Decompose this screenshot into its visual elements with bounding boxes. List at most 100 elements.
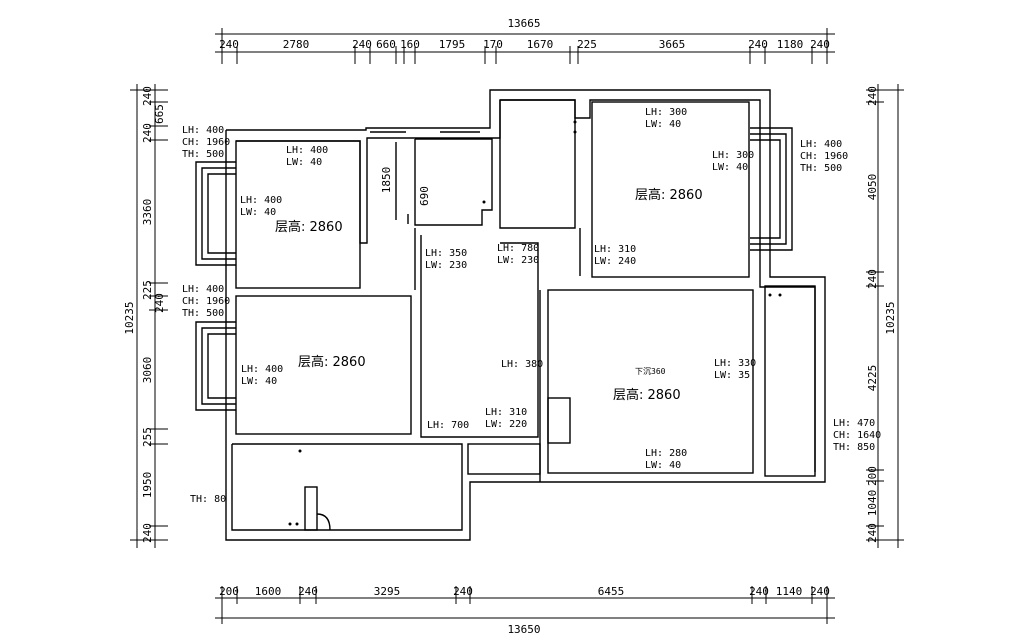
top-dim-4: 660 — [376, 38, 396, 51]
top-dim-1: 240 — [219, 38, 239, 51]
annotation-balcony-bottom: TH: 80 — [190, 494, 226, 505]
annotation-line: LW: 230 — [497, 255, 539, 266]
bedroom-bottom-left-outline — [235, 295, 412, 435]
annotation-corridor-bottom: LH: 310 LW: 220 — [485, 407, 527, 430]
annotation-line: LW: 40 — [645, 460, 681, 471]
left-total-dim: 10235 — [123, 301, 136, 334]
top-dim-12: 1180 — [777, 38, 804, 51]
annotation-line: LH: 400 — [286, 145, 328, 156]
left-dim-9: 1950 — [141, 472, 154, 499]
annotation-bedroom-tl-left: LH: 400 LW: 40 — [240, 195, 282, 218]
bedroom-top-left-outline — [235, 140, 361, 289]
bottom-dim-4: 3295 — [374, 585, 401, 598]
bottom-dim-2: 1600 — [255, 585, 282, 598]
right-dim-6: 1040 — [866, 490, 879, 517]
bottom-dim-7: 240 — [749, 585, 769, 598]
left-dim-2: 665 — [153, 104, 166, 124]
annotation-line: LW: 40 — [712, 162, 748, 173]
annotation-line: LW: 35 — [714, 370, 750, 381]
balcony-right-outline — [764, 285, 816, 477]
left-dim-6: 240 — [153, 293, 166, 313]
annotation-line: LH: 310 — [594, 244, 636, 255]
annotation-bedroom-tl-top: LH: 400 LW: 40 — [286, 145, 328, 168]
room-height-label: 层高: 2860 — [613, 387, 681, 403]
annotation-line: LW: 240 — [594, 256, 636, 267]
room-height-label: 层高: 2860 — [275, 219, 343, 235]
bottom-dimension-chain: 200 1600 240 3295 240 6455 240 1140 240 … — [215, 585, 835, 636]
annotation-window-top-right: LH: 400 CH: 1960 TH: 500 — [800, 139, 848, 174]
annotation-sunken: 下沉360 — [635, 367, 666, 376]
top-dim-8: 1670 — [527, 38, 554, 51]
fixture-marks — [288, 120, 782, 526]
right-dim-5: 200 — [866, 466, 879, 486]
top-total-dim: 13665 — [507, 17, 540, 30]
annotation-corridor-right: LH: 380 — [501, 359, 543, 370]
annotation-line: CH: 1960 — [182, 137, 230, 148]
right-total-dim: 10235 — [884, 301, 897, 334]
top-dim-6: 1795 — [439, 38, 466, 51]
annotation-line: TH: 500 — [182, 149, 224, 160]
walls — [225, 89, 826, 541]
annotation-line: LW: 220 — [485, 419, 527, 430]
annotation-corridor-top-right: LH: 780 LW: 230 — [497, 243, 539, 266]
bottom-dim-9: 240 — [810, 585, 830, 598]
annotation-line: LH: 400 — [182, 284, 224, 295]
left-dim-1: 240 — [141, 86, 154, 106]
left-dim-5: 225 — [141, 280, 154, 300]
annotation-line: CH: 1640 — [833, 430, 881, 441]
annotation-bedroom-tr-top: LH: 300 LW: 40 — [645, 107, 687, 130]
living-room-outline — [547, 289, 754, 474]
annotation-line: LH: 350 — [425, 248, 467, 259]
dim-690: 690 — [418, 186, 431, 206]
bottom-dim-3: 240 — [298, 585, 318, 598]
bedroom-top-right-outline — [591, 101, 750, 278]
right-dim-7: 240 — [866, 523, 879, 543]
right-dim-2: 4050 — [866, 174, 879, 201]
annotation-bedroom-bl-left: LH: 400 LW: 40 — [241, 364, 283, 387]
top-dim-3: 240 — [352, 38, 372, 51]
left-dim-10: 240 — [141, 523, 154, 543]
dim-1850: 1850 — [380, 167, 393, 194]
top-dim-9: 225 — [577, 38, 597, 51]
top-dim-2: 2780 — [283, 38, 310, 51]
bottom-dim-5: 240 — [453, 585, 473, 598]
annotation-window-top-left: LH: 400 CH: 1960 TH: 500 — [182, 125, 230, 160]
annotation-line: LW: 40 — [286, 157, 322, 168]
top-dim-13: 240 — [810, 38, 830, 51]
top-dim-11: 240 — [748, 38, 768, 51]
left-dimension-chain: 10235 240 665 240 3360 225 240 3060 255 … — [123, 84, 168, 548]
top-dim-10: 3665 — [659, 38, 686, 51]
annotation-line: LH: 400 — [240, 195, 282, 206]
annotation-living-bottom: LH: 280 LW: 40 — [645, 448, 687, 471]
bottom-dim-1: 200 — [219, 585, 239, 598]
annotation-window-bottom-left: LH: 400 CH: 1960 TH: 500 — [182, 284, 230, 319]
annotation-line: LH: 300 — [645, 107, 687, 118]
annotation-line: LH: 400 — [800, 139, 842, 150]
room-height-label: 层高: 2860 — [635, 187, 703, 203]
annotation-line: LW: 40 — [240, 207, 276, 218]
left-dim-4: 3360 — [141, 199, 154, 226]
windows — [195, 127, 793, 411]
annotation-line: CH: 1960 — [182, 296, 230, 307]
annotation-line: TH: 500 — [800, 163, 842, 174]
annotation-balcony-right: LH: 470 CH: 1640 TH: 850 — [833, 418, 881, 453]
bottom-dim-6: 6455 — [598, 585, 625, 598]
annotation-line: LH: 300 — [712, 150, 754, 161]
annotation-line: LH: 470 — [833, 418, 875, 429]
annotation-bedroom-tr-bottom: LH: 310 LW: 240 — [594, 244, 636, 267]
right-dim-4: 4225 — [866, 365, 879, 392]
left-dim-7: 3060 — [141, 357, 154, 384]
annotation-corridor-bottom-left: LH: 700 — [427, 420, 469, 431]
annotation-living-right: LH: 330 LW: 35 — [714, 358, 756, 381]
left-dim-3: 240 — [141, 123, 154, 143]
annotation-bedroom-tr-right: LH: 300 LW: 40 — [712, 150, 754, 173]
top-dim-7: 170 — [483, 38, 503, 51]
right-dim-1: 240 — [866, 86, 879, 106]
annotation-line: LH: 780 — [497, 243, 539, 254]
annotation-line: TH: 850 — [833, 442, 875, 453]
bottom-total-dim: 13650 — [507, 623, 540, 636]
annotation-line: LH: 330 — [714, 358, 756, 369]
annotation-line: LH: 310 — [485, 407, 527, 418]
left-dim-8: 255 — [141, 427, 154, 447]
annotation-corridor-top-left: LH: 350 LW: 230 — [425, 248, 467, 271]
